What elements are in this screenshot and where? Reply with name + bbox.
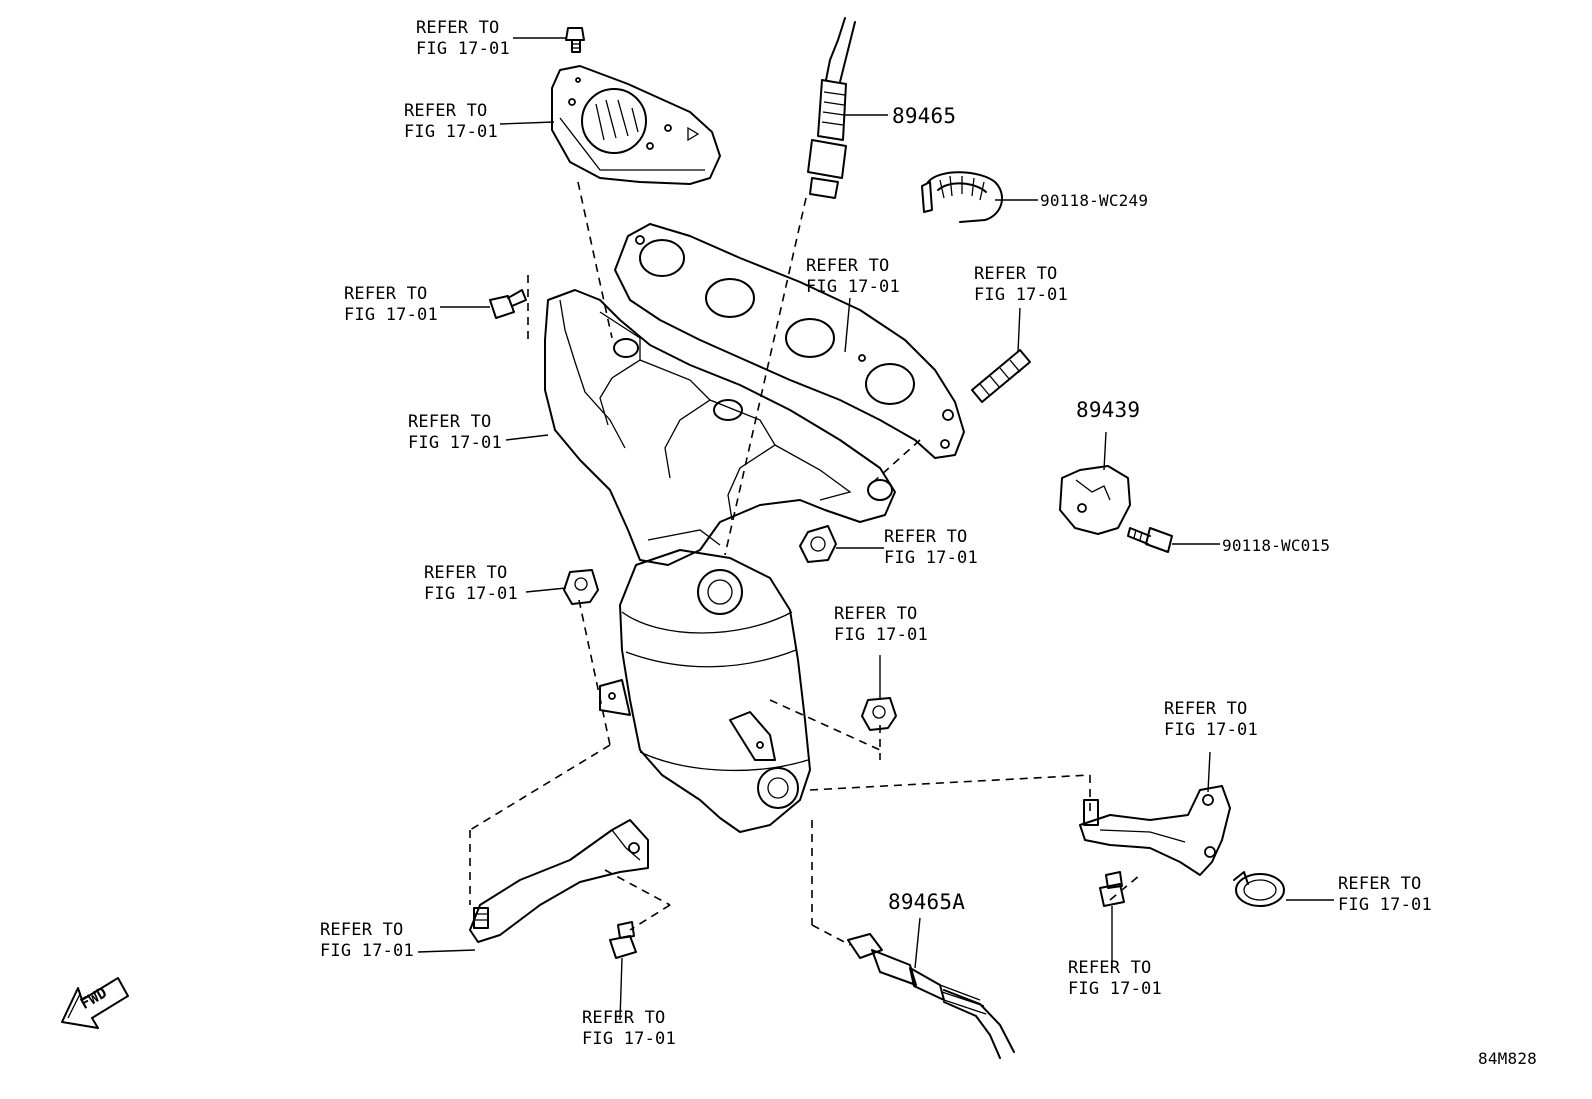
heat-insulator-89439[interactable] <box>1059 465 1131 535</box>
manifold-gasket[interactable] <box>614 223 965 459</box>
catalytic-converter[interactable] <box>599 549 811 833</box>
exhaust-manifold[interactable] <box>544 289 896 566</box>
diagram-code: 84M828 <box>1478 1049 1537 1068</box>
bolt-90118-wc015[interactable] <box>1127 527 1173 553</box>
converter-support-bracket-left[interactable] <box>469 819 649 943</box>
manifold-bolt-left[interactable] <box>489 289 527 319</box>
oxygen-sensor-upper[interactable] <box>807 17 856 199</box>
converter-nut-left[interactable] <box>563 569 599 605</box>
part-number-bolt-right[interactable]: 90118-WC015 <box>1222 536 1331 555</box>
converter-nut-right[interactable] <box>861 697 897 731</box>
clamp-upper[interactable] <box>921 171 1004 223</box>
part-number-oxygen-sensor-lower[interactable]: 89465A <box>888 890 966 914</box>
oxygen-sensor-lower[interactable] <box>847 933 1015 1059</box>
bracket-bolt-lower-left[interactable] <box>609 921 637 959</box>
bracket-bolt-lower-right[interactable] <box>1099 871 1125 907</box>
hose-clamp-lower-right[interactable] <box>1233 871 1285 907</box>
manifold-heat-insulator[interactable] <box>551 65 721 185</box>
part-number-heat-insulator[interactable]: 89439 <box>1076 398 1141 422</box>
alignment-dashed-lines <box>469 181 1141 946</box>
fwd-arrow-icon <box>61 977 129 1029</box>
part-number-oxygen-sensor-upper[interactable]: 89465 <box>892 104 957 128</box>
leader-lines <box>417 37 1334 1021</box>
manifold-nut[interactable] <box>799 525 837 563</box>
converter-support-bracket-right[interactable] <box>1079 785 1231 876</box>
manifold-stud[interactable] <box>971 349 1031 403</box>
insulator-bolt-top[interactable] <box>565 27 585 53</box>
part-number-clamp-upper[interactable]: 90118-WC249 <box>1040 191 1149 210</box>
